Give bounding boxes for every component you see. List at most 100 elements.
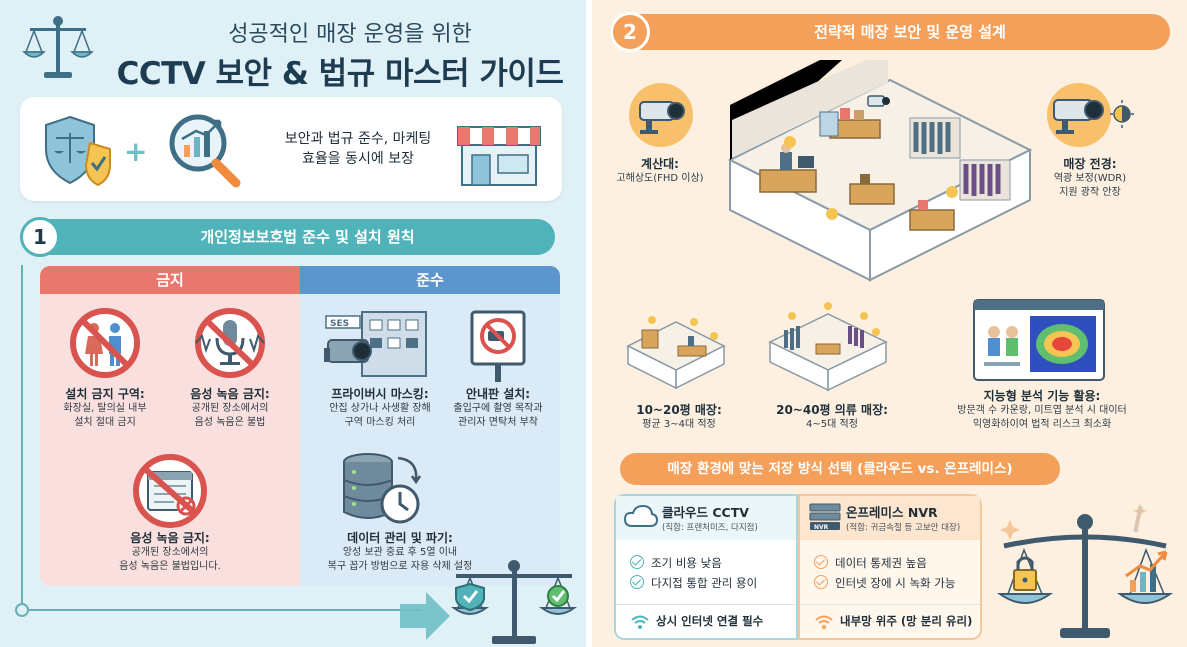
analytics-desc: 방문객 수 카운랑, 미트엽 분석 시 대이터 익영화하이여 법적 리스크 최소… — [957, 405, 1127, 430]
comply-item-1: 프라이버시 마스킹: 안집 상가나 사생활 장해 구역 마스킹 처리 — [305, 386, 455, 430]
nvr-server-icon: NVR — [809, 503, 841, 531]
wifi-icon — [815, 615, 833, 629]
forbid-header: 금지 — [40, 266, 300, 294]
section-2-bar: 2 전략적 매장 보안 및 운영 설계 — [610, 12, 1170, 52]
storage-choice-bar: 매장 환경에 맞는 저장 방식 선택 (클라우드 vs. 온프레미스) — [620, 453, 1060, 485]
comply-item-3-title: 데이터 관리 및 파기: — [347, 531, 453, 545]
onprem-subtitle: (적합: 귀금속절 등 고보안 대장) — [846, 523, 961, 533]
check-circle-icon — [630, 555, 644, 569]
small-store-desc: 평균 3~4대 적정 — [642, 419, 716, 430]
checkout-label: 계산대: 고해상도(FHD 이상) — [600, 156, 720, 186]
storage-comparison-table: 클라우드 CCTV (직합: 프랜처미즈, 다지점) 조기 비용 낮음 다지접 … — [614, 494, 982, 640]
nvr-badge-text: NVR — [814, 524, 829, 531]
sign-text: SES — [330, 319, 349, 329]
onprem-footer: 내부망 위주 (망 분리 유리) — [800, 604, 980, 638]
check-circle-icon — [814, 555, 828, 569]
clothing-store-title: 20~40평 의류 매장: — [776, 403, 888, 417]
privacy-masking-icon: SES — [324, 311, 427, 377]
cloud-check-2-text: 다지접 통합 관리 용이 — [651, 576, 758, 590]
forbid-item-1: 설치 금지 구역: 화장실, 탈의실 내부 설치 절대 금지 — [40, 386, 180, 430]
comply-item-2-title: 안내판 설치: — [465, 387, 531, 401]
forbid-item-2: 음성 녹음 금지: 공개된 장소에서의 음성 녹음은 불법 — [155, 386, 305, 430]
overall-title: 매장 전경: — [1063, 157, 1117, 171]
onprem-check-1: 데이터 통제권 높음 — [814, 554, 927, 572]
timeline-dot — [15, 603, 29, 617]
overall-desc: 역광 보정(WDR) 지원 광작 안장 — [1053, 173, 1127, 198]
cloud-check-1: 조기 비용 낮음 — [630, 554, 722, 572]
page-title: CCTV 보안 & 법규 마스터 가이드 — [116, 56, 564, 92]
section-2-title: 전략적 매장 보안 및 운영 설계 — [814, 23, 1006, 41]
forbid-item-3-desc: 공개된 장소에서의 음성 녹음은 불법입니다. — [119, 547, 221, 572]
lock-growth-scale-icon — [996, 504, 1174, 638]
forbid-item-2-desc: 공개된 장소에서의 음성 녹음은 불법 — [191, 403, 269, 428]
analytics-label: 지능형 분석 기능 활용: 방문객 수 카운랑, 미트엽 분석 시 대이터 익영… — [920, 388, 1164, 432]
onprem-header: NVR 온프레미스 NVR (적합: 귀금속절 등 고보안 대장) — [800, 496, 980, 540]
comply-item-1-desc: 안집 상가나 사생활 장해 구역 마스킹 처리 — [329, 403, 431, 428]
forbid-column: 금지 설치 금지 구역: 화장실, 탈의실 내부 설치 절대 금지 — [40, 266, 300, 586]
cloud-check-1-text: 조기 비용 낮음 — [651, 556, 722, 570]
onprem-check-2-text: 인터넷 장에 시 녹화 가능 — [835, 576, 956, 590]
small-store-illustration — [626, 316, 726, 390]
comply-column: 준수 SES 프라이버시 마스킹: 안집 상가나 사생활 장해 구역 마스킹 처… — [300, 266, 560, 586]
cloud-icon — [624, 504, 658, 527]
checkout-title: 계산대: — [641, 157, 679, 171]
shield-scale-icon — [45, 115, 111, 187]
no-calendar-icon — [133, 454, 207, 528]
clothing-store-illustration — [768, 302, 888, 392]
timeline-base — [21, 609, 421, 611]
forbid-item-1-title: 설치 금지 구역: — [65, 387, 145, 401]
store-floorplan-illustration — [727, 60, 1033, 282]
cloud-column: 클라우드 CCTV (직합: 프랜처미즈, 다지점) 조기 비용 낮음 다지접 … — [614, 494, 798, 640]
clothing-store-desc: 4~5대 적정 — [806, 419, 858, 430]
section-1-bar: 1 개인정보보호법 준수 및 설치 원칙 — [20, 217, 555, 257]
check-circle-icon — [630, 575, 644, 589]
timeline-line — [21, 265, 23, 610]
checkout-camera-icon — [629, 83, 693, 147]
cloud-check-2: 다지접 통합 관리 용이 — [630, 574, 757, 592]
intro-card: + 보안과 법규 준수, 마케팅 효율을 동시에 보장 — [20, 97, 562, 201]
notice-sign-icon — [470, 310, 526, 382]
comply-item-2: 안내판 설치: 출입구에 촬영 목작과 관리자 면탁처 부착 — [423, 386, 560, 430]
onprem-title: 온프레미스 NVR — [846, 505, 938, 520]
magnifier-chart-icon — [169, 114, 241, 188]
clothing-store-label: 20~40평 의류 매장: 4~5대 적정 — [762, 402, 902, 432]
heatmap-dashboard-icon — [973, 299, 1105, 381]
database-clock-icon — [343, 453, 422, 524]
intro-text: 보안과 법규 준수, 마케팅 효율을 동시에 보장 — [284, 131, 432, 167]
forbid-comply-table: 금지 설치 금지 구역: 화장실, 탈의실 내부 설치 절대 금지 — [40, 266, 560, 586]
check-circle-icon — [814, 575, 828, 589]
justice-scale-icon — [22, 16, 94, 78]
overall-label: 매장 전경: 역광 보정(WDR) 지원 광작 안장 — [1030, 156, 1150, 200]
onprem-footer-text: 내부망 위주 (망 분리 유리) — [840, 614, 973, 628]
plus-icon: + — [124, 135, 148, 168]
comply-header: 준수 — [300, 266, 560, 294]
onprem-column: NVR 온프레미스 NVR (적합: 귀금속절 등 고보안 대장) 데이터 통제… — [798, 494, 982, 640]
cloud-footer-text: 상시 인터넷 연결 필수 — [656, 614, 764, 628]
onprem-check-2: 인터넷 장에 시 녹화 가능 — [814, 574, 955, 592]
section-1-title: 개인정보보호법 준수 및 설치 원칙 — [200, 228, 415, 246]
no-recording-icon — [195, 308, 265, 378]
section-2-number: 2 — [610, 12, 650, 52]
cloud-title: 클라우드 CCTV — [662, 505, 749, 520]
forbid-item-2-title: 음성 녹음 금지: — [190, 387, 270, 401]
balance-shield-icon — [450, 560, 578, 644]
cloud-header: 클라우드 CCTV (직합: 프랜처미즈, 다지점) — [616, 496, 796, 540]
store-icon — [457, 126, 541, 186]
comply-item-3: 데이터 관리 및 파기: 앙성 보관 중료 후 5열 이내 복구 꼽가 방범으로… — [300, 530, 500, 574]
cloud-subtitle: (직합: 프랜처미즈, 다지점) — [662, 523, 758, 533]
arrow-right-icon — [400, 592, 450, 640]
forbid-item-3: 음성 녹음 금지: 공개된 장소에서의 음성 녹음은 불법입니다. — [95, 530, 245, 574]
cloud-footer: 상시 인터넷 연결 필수 — [616, 604, 796, 638]
small-store-label: 10~20평 매장: 평균 3~4대 적정 — [614, 402, 744, 432]
wifi-icon — [631, 615, 649, 629]
forbid-item-1-desc: 화장실, 탈의실 내부 설치 절대 금지 — [63, 403, 147, 428]
comply-item-1-title: 프라이버시 마스킹: — [331, 387, 429, 401]
panel-divider — [586, 0, 592, 647]
no-restroom-icon — [70, 308, 140, 378]
comply-item-2-desc: 출입구에 촬영 목작과 관리자 면탁처 부착 — [453, 403, 543, 428]
checkout-desc: 고해상도(FHD 이상) — [616, 173, 704, 184]
section-1-number: 1 — [20, 217, 60, 257]
forbid-item-3-title: 음성 녹음 금지: — [130, 531, 210, 545]
ceiling-camera-icon — [867, 95, 890, 107]
analytics-title: 지능형 분석 기능 활용: — [983, 389, 1101, 403]
